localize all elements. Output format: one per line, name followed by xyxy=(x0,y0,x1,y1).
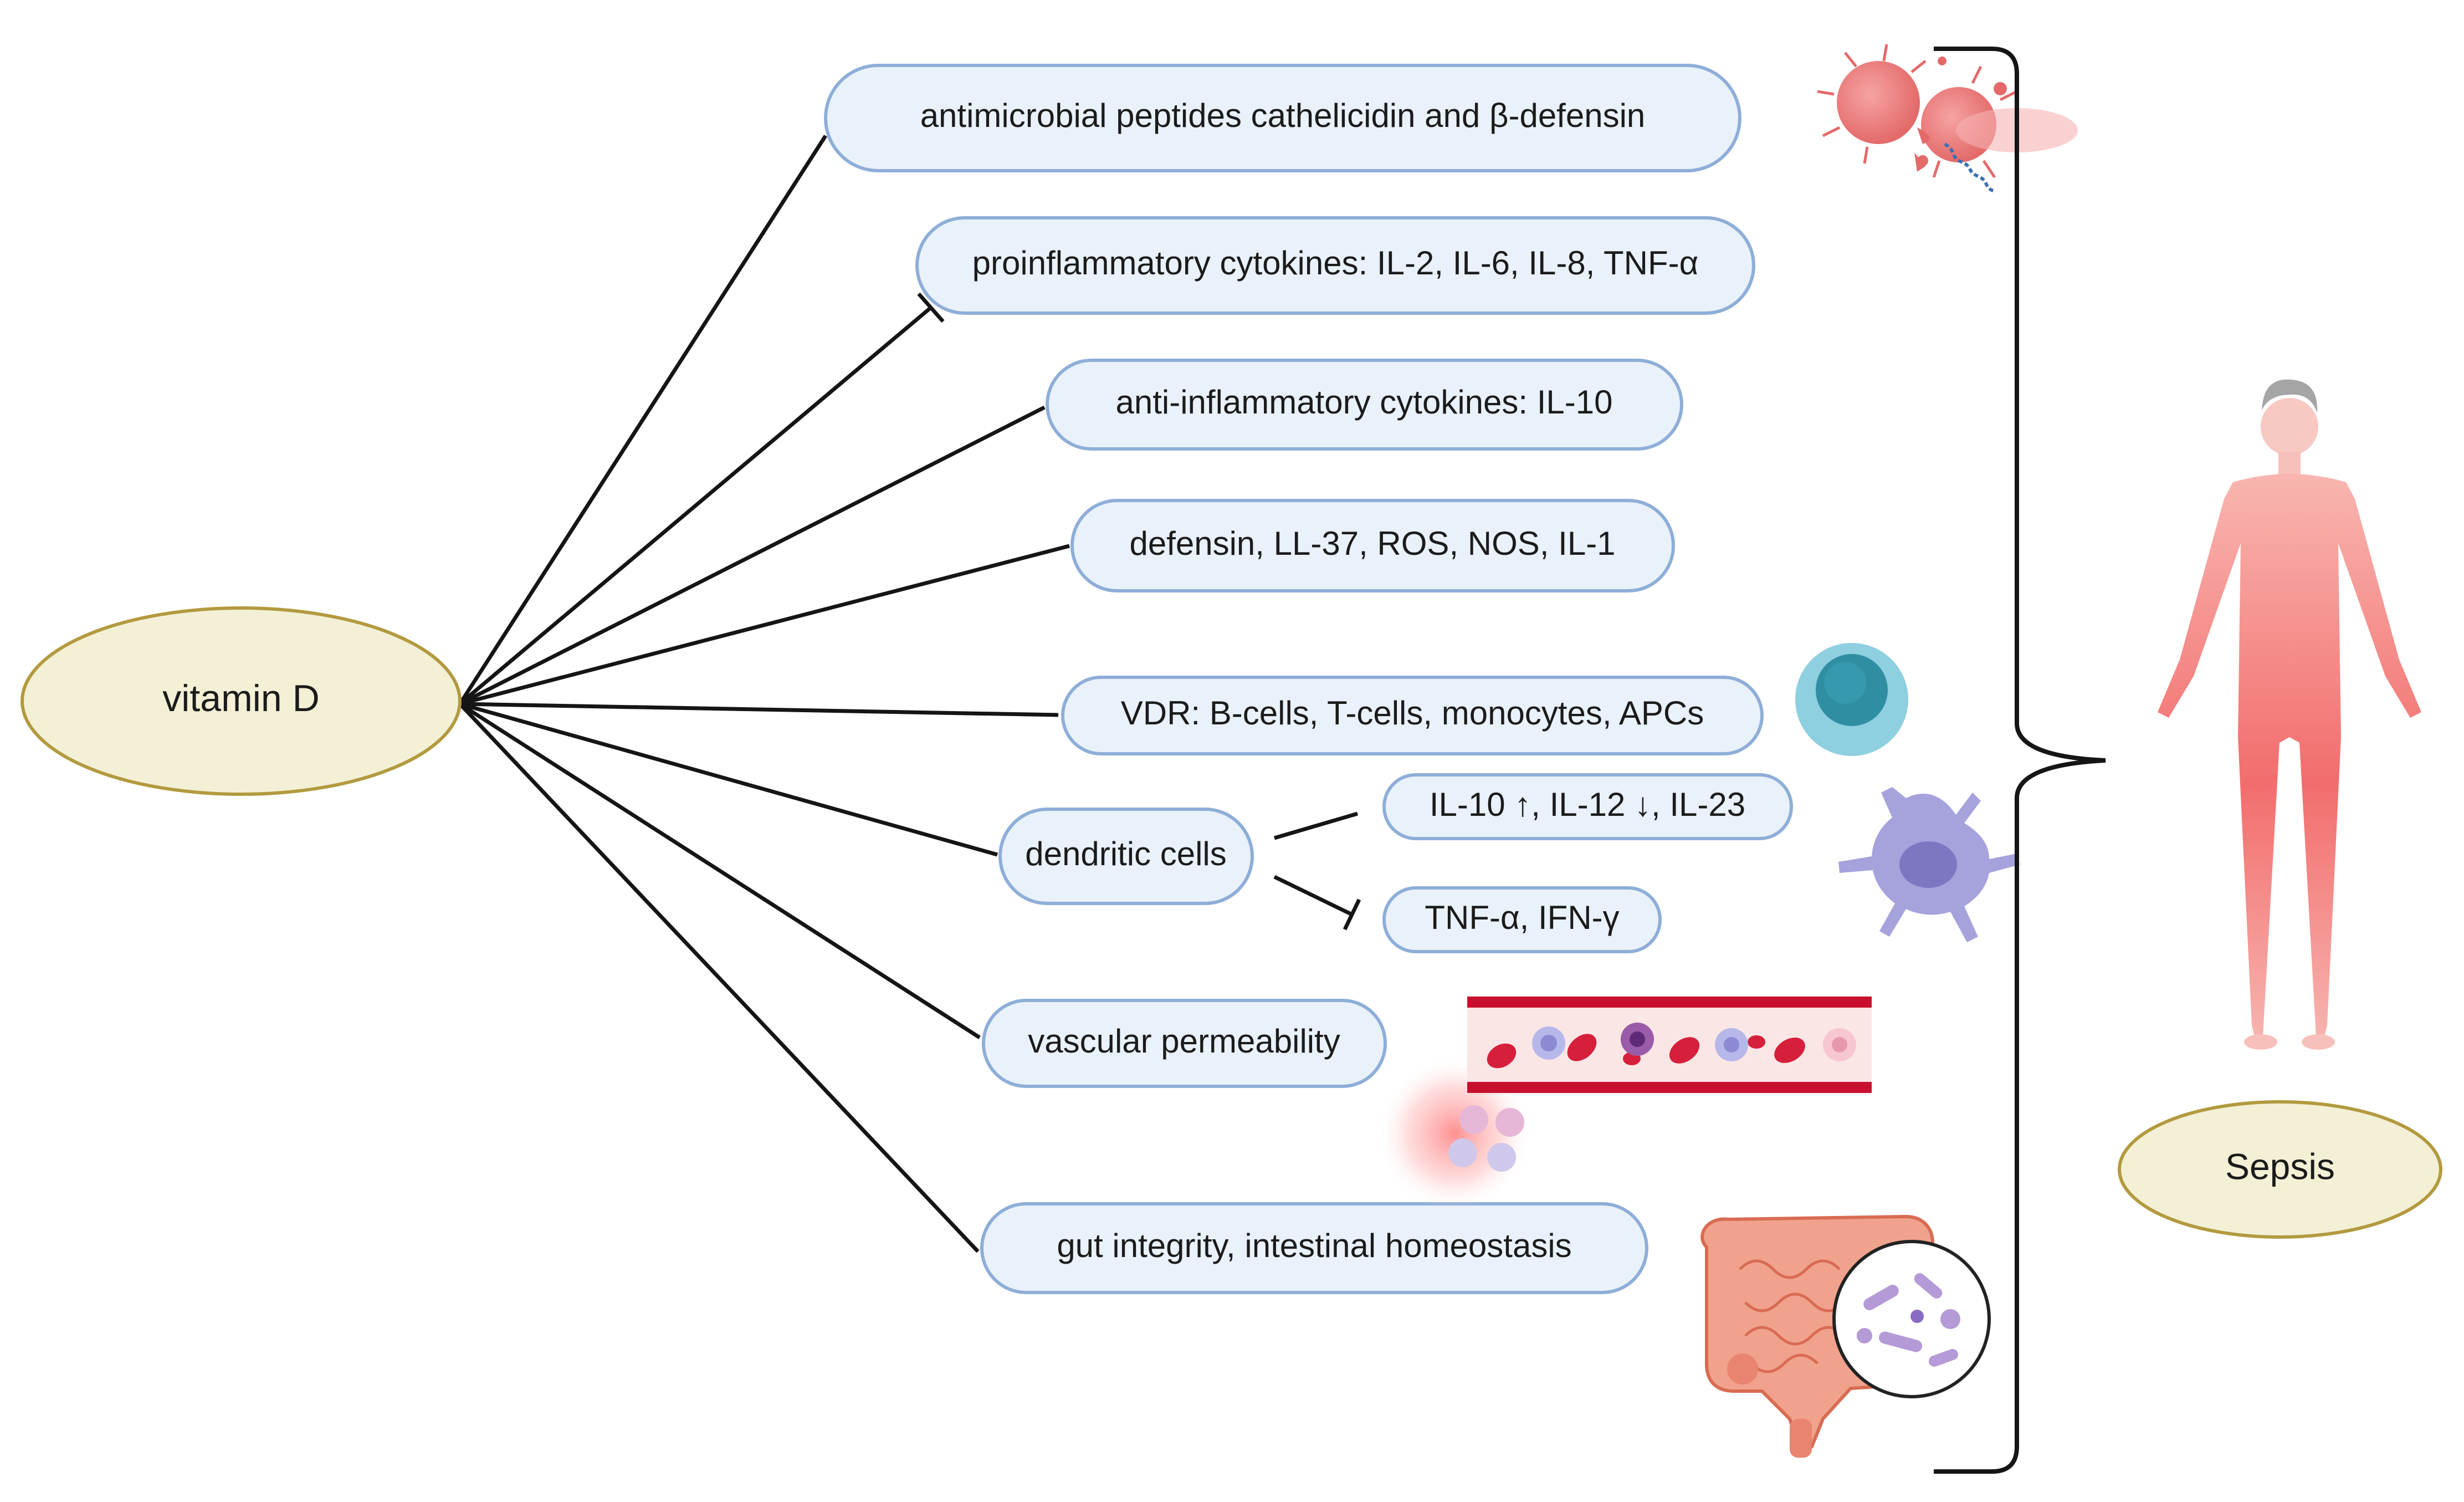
dendritic-label: dendritic cells xyxy=(1025,835,1227,872)
tnf-ifn-label: TNF-α, IFN-γ xyxy=(1425,899,1619,936)
antimicrobial-label: antimicrobial peptides cathelicidin and … xyxy=(920,97,1646,134)
proinflammatory-label: proinflammatory cytokines: IL-2, IL-6, I… xyxy=(972,244,1699,282)
vitamin-d-label: vitamin D xyxy=(162,677,319,719)
vascular-box xyxy=(982,999,1387,1088)
sepsis-node: Sepsis xyxy=(2118,1100,2442,1239)
proinflammatory-box xyxy=(915,216,1755,315)
connector-lines xyxy=(458,135,1361,1253)
brace xyxy=(1934,47,2106,1474)
antimicrobial-box xyxy=(824,64,1741,172)
anti-inflammatory-label: anti-inflammatory cytokines: IL-10 xyxy=(1115,384,1612,421)
arrow-to-vascular xyxy=(459,702,981,1039)
inhibit-bar-proinflammatory xyxy=(917,292,945,323)
gut-box xyxy=(980,1202,1648,1294)
inhibit-to-proinflammatory xyxy=(458,306,933,706)
il-outputs-label: IL-10 ↑, IL-12 ↓, IL-23 xyxy=(1430,786,1745,823)
defensin-label: defensin, LL-37, ROS, NOS, IL-1 xyxy=(1129,525,1615,562)
human-body-icon xyxy=(2158,379,2421,1050)
tnf-ifn-box xyxy=(1382,886,1662,953)
dendritic-box xyxy=(998,808,1254,905)
bacteria-icon xyxy=(1817,44,2078,193)
immune-cell-icon xyxy=(1795,643,1908,756)
intestine-microbiome-icon xyxy=(1700,1214,1991,1458)
vdr-box xyxy=(1061,676,1764,755)
arrow-to-gut xyxy=(458,702,980,1253)
sepsis-label: Sepsis xyxy=(2225,1146,2335,1187)
arrow-to-dendritic xyxy=(459,702,998,857)
anti-inflammatory-box xyxy=(1046,359,1683,451)
vitamin-d-node: vitamin D xyxy=(21,606,462,796)
arrow-to-vdr xyxy=(459,702,1059,717)
inhibit-bar-tnf-ifn xyxy=(1343,898,1361,931)
arrow-to-antimicrobial xyxy=(458,135,827,705)
il-outputs-box xyxy=(1382,773,1793,840)
inhibit-to-tnf-ifn xyxy=(1273,875,1353,917)
vascular-label: vascular permeability xyxy=(1028,1023,1340,1060)
arrow-to-defensin xyxy=(459,544,1070,706)
arrow-to-il-outputs xyxy=(1274,811,1358,840)
dendritic-cell-icon xyxy=(1838,787,2020,942)
blood-vessel-icon xyxy=(1377,997,1872,1211)
arrow-to-anti-inflammatory xyxy=(459,405,1046,706)
vdr-label: VDR: B-cells, T-cells, monocytes, APCs xyxy=(1121,694,1704,732)
gut-label: gut integrity, intestinal homeostasis xyxy=(1057,1227,1571,1264)
defensin-box xyxy=(1070,499,1675,592)
